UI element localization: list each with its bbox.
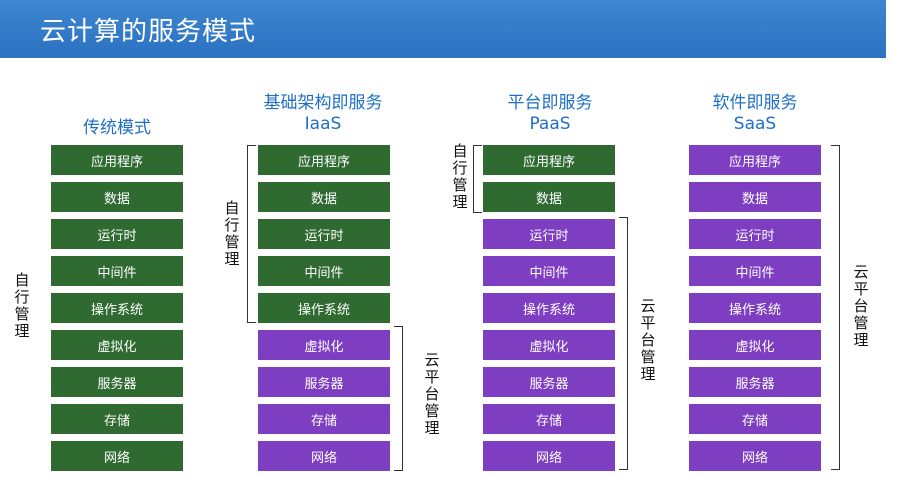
layer-app: 应用程序 bbox=[483, 145, 615, 175]
layer-app: 应用程序 bbox=[258, 145, 390, 175]
col-title-paas: 平台即服务 PaaS bbox=[475, 93, 625, 135]
cloud-managed-bracket bbox=[394, 326, 403, 471]
layer-runtime: 运行时 bbox=[483, 219, 615, 249]
layer-storage: 存储 bbox=[51, 404, 183, 434]
layer-storage: 存储 bbox=[483, 404, 615, 434]
layer-virtualization: 虚拟化 bbox=[689, 330, 821, 360]
title-bar: 云计算的服务模式 bbox=[0, 0, 886, 58]
self-managed-bracket bbox=[247, 145, 256, 323]
col-title-iaas: 基础架构即服务 IaaS bbox=[248, 93, 398, 135]
layer-data: 数据 bbox=[258, 182, 390, 212]
layer-servers: 服务器 bbox=[483, 367, 615, 397]
layer-os: 操作系统 bbox=[258, 293, 390, 323]
layer-app: 应用程序 bbox=[689, 145, 821, 175]
layer-network: 网络 bbox=[258, 441, 390, 471]
layer-virtualization: 虚拟化 bbox=[51, 330, 183, 360]
layer-virtualization: 虚拟化 bbox=[483, 330, 615, 360]
layer-network: 网络 bbox=[51, 441, 183, 471]
cloud-managed-label: 云平台管理 bbox=[424, 351, 440, 437]
col-title-line: 软件即服务 bbox=[712, 93, 798, 113]
layer-servers: 服务器 bbox=[258, 367, 390, 397]
self-managed-label: 自行管理 bbox=[224, 199, 240, 268]
cloud-managed-bracket bbox=[831, 145, 840, 470]
cloud-managed-label: 云平台管理 bbox=[640, 297, 656, 383]
layer-network: 网络 bbox=[483, 441, 615, 471]
col-title-line: 基础架构即服务 bbox=[263, 93, 383, 113]
layer-storage: 存储 bbox=[689, 404, 821, 434]
col-title-line: IaaS bbox=[304, 114, 342, 134]
layer-data: 数据 bbox=[51, 182, 183, 212]
page-title: 云计算的服务模式 bbox=[40, 17, 257, 47]
self-managed-bracket bbox=[473, 145, 482, 213]
layer-servers: 服务器 bbox=[689, 367, 821, 397]
layer-servers: 服务器 bbox=[51, 367, 183, 397]
layer-middleware: 中间件 bbox=[689, 256, 821, 286]
layer-runtime: 运行时 bbox=[258, 219, 390, 249]
col-title-line: SaaS bbox=[733, 114, 777, 134]
cloud-managed-label: 云平台管理 bbox=[853, 263, 869, 349]
layer-middleware: 中间件 bbox=[258, 256, 390, 286]
layer-middleware: 中间件 bbox=[51, 256, 183, 286]
layer-network: 网络 bbox=[689, 441, 821, 471]
layer-virtualization: 虚拟化 bbox=[258, 330, 390, 360]
layer-data: 数据 bbox=[483, 182, 615, 212]
col-title-line: 传统模式 bbox=[83, 118, 151, 138]
layer-data: 数据 bbox=[689, 182, 821, 212]
layer-os: 操作系统 bbox=[689, 293, 821, 323]
layer-storage: 存储 bbox=[258, 404, 390, 434]
layer-runtime: 运行时 bbox=[689, 219, 821, 249]
layer-middleware: 中间件 bbox=[483, 256, 615, 286]
col-title-traditional: 传统模式 bbox=[51, 118, 183, 139]
layer-runtime: 运行时 bbox=[51, 219, 183, 249]
col-title-line: PaaS bbox=[529, 114, 571, 134]
layer-os: 操作系统 bbox=[483, 293, 615, 323]
cloud-managed-bracket bbox=[619, 217, 628, 470]
self-managed-label: 自行管理 bbox=[14, 271, 30, 340]
col-title-saas: 软件即服务 SaaS bbox=[680, 93, 830, 135]
self-managed-label: 自行管理 bbox=[452, 142, 468, 211]
layer-app: 应用程序 bbox=[51, 145, 183, 175]
layer-os: 操作系统 bbox=[51, 293, 183, 323]
col-title-line: 平台即服务 bbox=[507, 93, 593, 113]
